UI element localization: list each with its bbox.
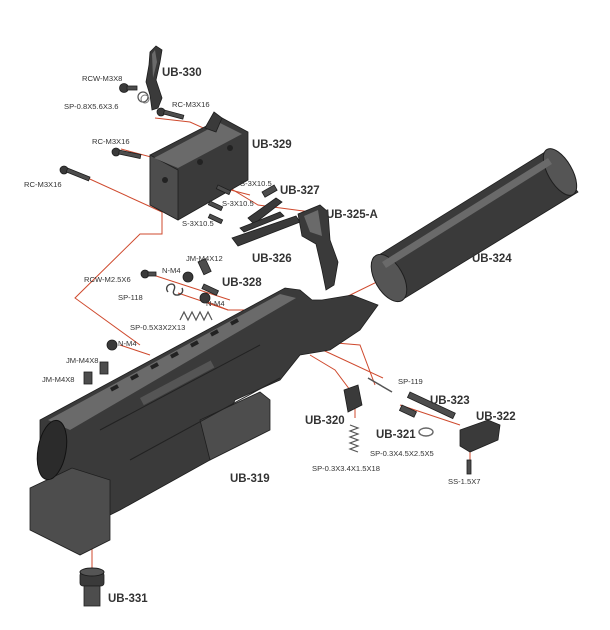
label-ub320: UB-320 <box>305 415 345 427</box>
label-sp-08x56x36: SP-0.8X5.6X3.6 <box>64 102 118 111</box>
label-jm-m4x12: JM-M4X12 <box>186 254 223 263</box>
label-ub326: UB-326 <box>252 253 292 265</box>
part-ub330-lever <box>145 45 163 111</box>
label-n-m4-c: N-M4 <box>118 339 137 348</box>
part-rc-m3x16-screw-mid <box>111 147 142 160</box>
label-ub324: UB-324 <box>472 253 512 265</box>
label-ub328: UB-328 <box>222 277 262 289</box>
label-jm-m4x8-b: JM-M4X8 <box>42 375 75 384</box>
label-sp-119: SP-119 <box>398 377 423 386</box>
label-s-3x105-a: S-3X10.5 <box>240 179 272 188</box>
label-n-m4-b: N-M4 <box>206 299 225 308</box>
part-jm-m4x12 <box>197 258 212 276</box>
part-ub327-pin-block <box>247 184 283 225</box>
part-sp-spring-small <box>137 91 150 104</box>
label-sp-03x45x25x5: SP-0.3X4.5X2.5X5 <box>370 449 434 458</box>
label-sp-118: SP-118 <box>118 293 143 302</box>
label-s-3x105-b: S-3X10.5 <box>222 199 254 208</box>
label-ub329: UB-329 <box>252 139 292 151</box>
label-n-m4-a: N-M4 <box>162 266 181 275</box>
part-ub321-pin <box>398 404 418 418</box>
label-rc-m3x16-mid: RC-M3X16 <box>92 137 130 146</box>
part-n-m4-nut-a <box>182 271 194 283</box>
part-rc-m3x16-screw-left <box>59 165 91 182</box>
label-jm-m4x8-a: JM-M4X8 <box>66 356 99 365</box>
label-sp-03x34x15x18: SP-0.3X3.4X1.5X18 <box>312 464 380 473</box>
part-rc-m3x16-screw-top <box>156 107 185 120</box>
label-ub327: UB-327 <box>280 185 320 197</box>
part-sp118-spring <box>166 283 184 296</box>
label-sp-05x3x2x13: SP-0.5X3X2X13 <box>130 323 185 332</box>
label-ub323: UB-323 <box>430 395 470 407</box>
label-ub331: UB-331 <box>108 593 148 605</box>
label-s-3x105-c: S-3X10.5 <box>182 219 214 228</box>
part-jm-m4x8-b <box>83 371 93 385</box>
label-rcw-m25x6: RCW-M2.5X6 <box>84 275 131 284</box>
label-ub325a: UB-325-A <box>326 209 378 221</box>
part-rcw-m25x6 <box>140 269 157 279</box>
part-ub322-button <box>459 419 501 453</box>
part-ub326-slide <box>231 211 301 247</box>
part-ub325a-trigger <box>297 204 339 291</box>
part-n-m4-nut-c <box>106 339 118 351</box>
part-sp119-pin <box>367 377 393 393</box>
part-ub323-rod <box>406 391 456 420</box>
part-ub319-receiver <box>29 287 379 556</box>
label-ub322: UB-322 <box>476 411 516 423</box>
part-ub324-tube <box>370 148 579 303</box>
label-rcw-m3x8: RCW-M3X8 <box>82 74 122 83</box>
label-rc-m3x16-top: RC-M3X16 <box>172 100 210 109</box>
part-rcw-m3x8-screw <box>119 83 138 93</box>
part-s-3x10-pins <box>207 184 232 225</box>
part-ub329-housing <box>149 111 249 221</box>
label-ss-15x7: SS-1.5X7 <box>448 477 481 486</box>
part-sp-03x34-spring <box>348 424 360 453</box>
part-jm-m4x8-a <box>99 361 109 375</box>
part-sp-03x45-spring <box>418 427 434 437</box>
label-ub330: UB-330 <box>162 67 202 79</box>
part-ub320-block <box>343 384 363 413</box>
label-ub321: UB-321 <box>376 429 416 441</box>
part-ss-15x7-screw <box>466 459 472 475</box>
label-ub319: UB-319 <box>230 473 270 485</box>
part-ub328-pin <box>199 283 220 304</box>
part-ub331-fitting <box>79 567 105 607</box>
label-rc-m3x16-left: RC-M3X16 <box>24 180 62 189</box>
part-sp-coil-spring <box>179 310 213 322</box>
